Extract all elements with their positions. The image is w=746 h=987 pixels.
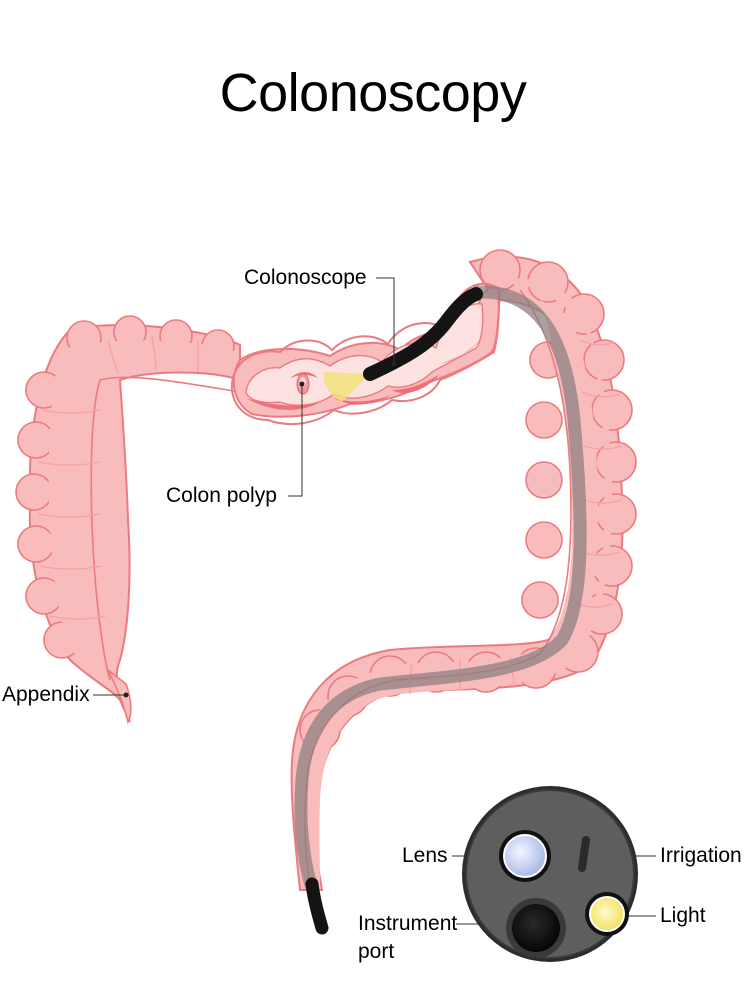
colon-polyp-label: Colon polyp: [166, 484, 277, 507]
colonoscope-label: Colonoscope: [244, 266, 367, 289]
page-title: Colonoscopy: [219, 63, 527, 123]
instrument-port-label-line1: Instrument: [358, 912, 458, 935]
descending-colon: [290, 249, 637, 891]
appendix-label: Appendix: [2, 683, 90, 706]
scope-tip-detail: [462, 786, 638, 962]
irrigation-label: Irrigation: [660, 844, 742, 867]
ascending-colon: [15, 315, 241, 725]
lens-label: Lens: [402, 844, 448, 867]
instrument-port-label-line2: port: [358, 940, 395, 963]
light-label: Light: [660, 904, 706, 927]
